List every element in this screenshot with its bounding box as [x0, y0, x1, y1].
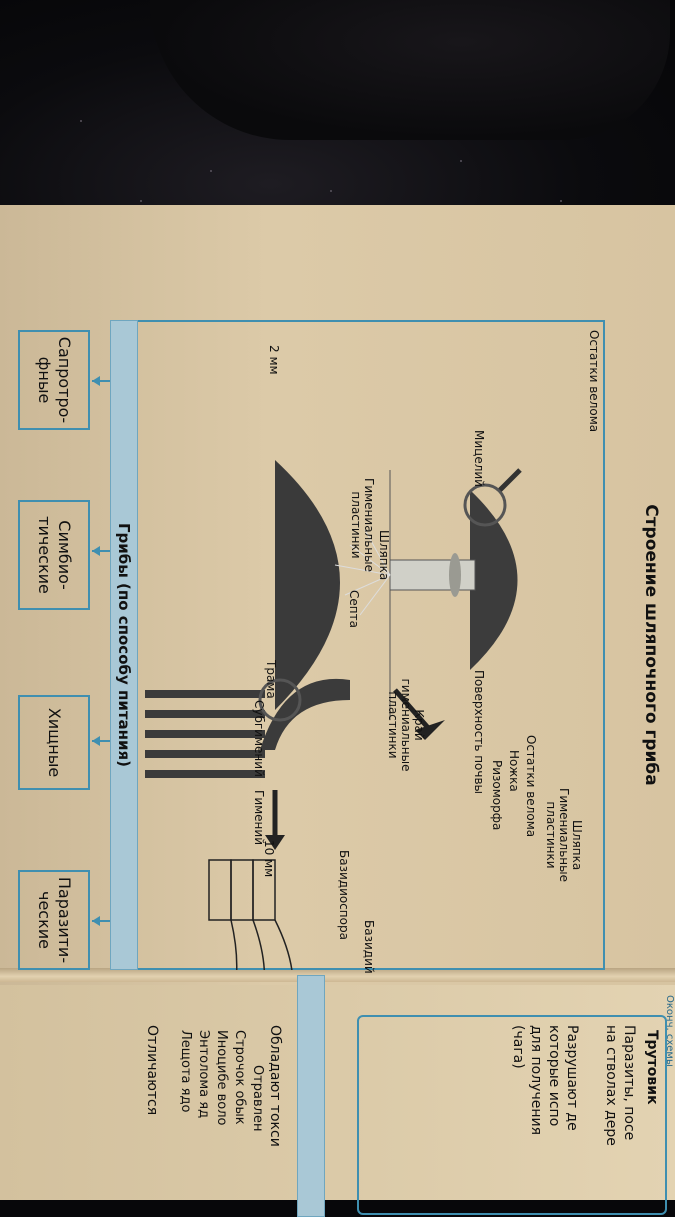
- next-page-rotated: Оконч. схемы Трутовик Паразиты, посе на …: [0, 975, 675, 1217]
- label-bazidiospora: Базидиоспора: [337, 850, 351, 940]
- next-otravlen: Отравлен: [250, 1065, 265, 1132]
- mushroom-diagram: [145, 460, 522, 970]
- next-otlichayutsya: Отличаются: [144, 1025, 160, 1116]
- label-ostatki-veloma-right: Остатки велома: [524, 735, 538, 838]
- stem-shape: [389, 559, 476, 591]
- rotated-page-content: Строение шляпочного гриба: [0, 230, 675, 1190]
- next-item3: Энтолома яд: [196, 1030, 211, 1119]
- category-simbio: Симбио-тические: [18, 500, 90, 610]
- next-item1: Строчок обык: [232, 1030, 247, 1125]
- label-scale-10mm: 10 мм: [262, 840, 276, 878]
- next-parazity: Паразиты, посе: [621, 1025, 637, 1141]
- next-page-edge: Оконч. схемы Трутовик Паразиты, посе на …: [0, 975, 675, 1217]
- dark-object: [150, 0, 670, 140]
- next-band: [297, 975, 325, 1217]
- page-title: Строение шляпочного гриба: [641, 504, 661, 786]
- label-scale-2mm: 2 мм: [267, 345, 281, 375]
- category-parazity: Паразити-ческие: [18, 870, 90, 970]
- label-ostatki-veloma-left: Остатки велома: [587, 330, 601, 433]
- label-shlyapka: Шляпка: [570, 820, 584, 871]
- next-item4: Лещота ядо: [178, 1030, 193, 1113]
- arrow-khishchnye: [92, 740, 110, 742]
- arrow-saprotrof: [92, 380, 110, 382]
- label-septa: Септа: [347, 590, 361, 628]
- next-na-stvolakh: на стволах дере: [603, 1025, 619, 1146]
- label-bazidii: Базидий: [362, 920, 376, 974]
- label-poverkhnost: Поверхность почвы: [472, 670, 486, 795]
- next-trutoviki: Трутовик: [644, 1030, 660, 1105]
- label-subgimenii: Субгимений: [252, 700, 266, 777]
- background-photo-area: [0, 0, 675, 230]
- label-nozhka: Ножка: [507, 750, 521, 792]
- category-khishchnye: Хищные: [18, 695, 90, 790]
- next-razrushayut: Разрушают де: [564, 1025, 580, 1131]
- label-rizomorfa: Ризоморфа: [490, 760, 504, 831]
- cap-shape: [470, 490, 518, 670]
- page-fold: [0, 968, 675, 982]
- classification-band: Грибы (по способу питания): [110, 320, 138, 970]
- next-obladayut: Обладают токси: [267, 1025, 283, 1147]
- label-kray: Край гимениальные пластинки: [386, 678, 426, 772]
- label-gimenii: Гимений: [252, 790, 266, 845]
- arrow-parazity: [92, 920, 110, 922]
- label-trama: Трама: [264, 660, 278, 699]
- arrow-simbio: [92, 550, 110, 552]
- label-shlyapka-mid: Шляпка: [377, 530, 391, 581]
- next-item2: Иноцибе воло: [214, 1030, 229, 1126]
- next-chaga: (чага): [510, 1025, 526, 1069]
- label-micelii: Мицелий: [472, 430, 486, 487]
- mycelium-shape: [275, 460, 340, 710]
- label-gimen-plast: Гимениальные пластинки: [544, 788, 571, 882]
- next-dlya: для получения: [528, 1025, 544, 1136]
- next-kotorye: которые испо: [546, 1025, 562, 1127]
- label-gimen-plast-mid: Гимениальные пластинки: [349, 478, 376, 572]
- category-saprotrof: Сапротро-фные: [18, 330, 90, 430]
